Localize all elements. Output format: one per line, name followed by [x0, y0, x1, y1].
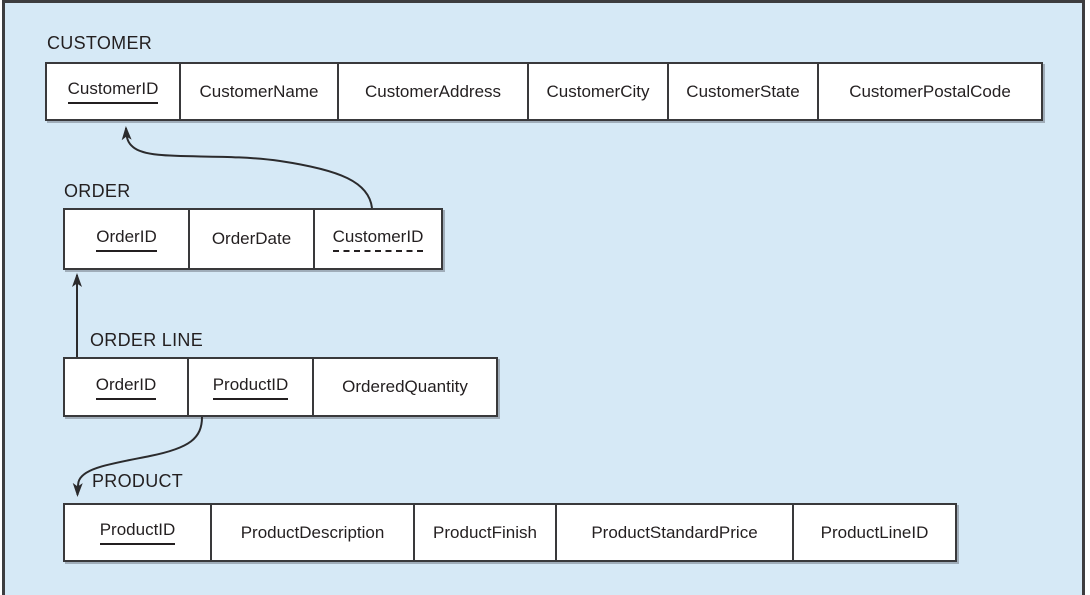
table-order: OrderID OrderDate CustomerID	[63, 208, 443, 270]
column-product-productlineid: ProductLineID	[820, 522, 929, 542]
column-customer-customercity: CustomerCity	[529, 64, 669, 119]
column-customer-customerpostalcode: CustomerPostalCode	[849, 81, 1011, 101]
table-customer: CustomerID CustomerName CustomerAddress …	[45, 62, 1043, 121]
column-product-productstandardprice: ProductStandardPrice	[557, 505, 794, 560]
table-label-product: PRODUCT	[92, 471, 184, 491]
column-product-productfinish: ProductFinish	[415, 505, 557, 560]
column-orderline-orderid: OrderID	[65, 359, 189, 415]
table-label-order-line: ORDER LINE	[90, 330, 204, 350]
column-product-productid: ProductID	[65, 505, 212, 560]
column-customer-customeraddress: CustomerAddress	[339, 64, 529, 119]
table-order-line: OrderID ProductID OrderedQuantity	[63, 357, 498, 417]
column-customer-customerid: CustomerID	[47, 64, 181, 119]
column-product-productdescription: ProductDescription	[212, 505, 415, 560]
column-order-customerid: CustomerID	[315, 210, 441, 268]
table-label-customer: CUSTOMER	[47, 33, 153, 53]
column-order-orderid: OrderID	[65, 210, 190, 268]
column-customer-customername: CustomerName	[181, 64, 339, 119]
table-product: ProductID ProductDescription ProductFini…	[63, 503, 957, 562]
column-order-orderdate: OrderDate	[190, 210, 315, 268]
column-orderline-orderedquantity: OrderedQuantity	[342, 377, 468, 396]
table-label-order: ORDER	[64, 181, 131, 201]
column-customer-customerstate: CustomerState	[669, 64, 819, 119]
column-orderline-productid: ProductID	[189, 359, 314, 415]
